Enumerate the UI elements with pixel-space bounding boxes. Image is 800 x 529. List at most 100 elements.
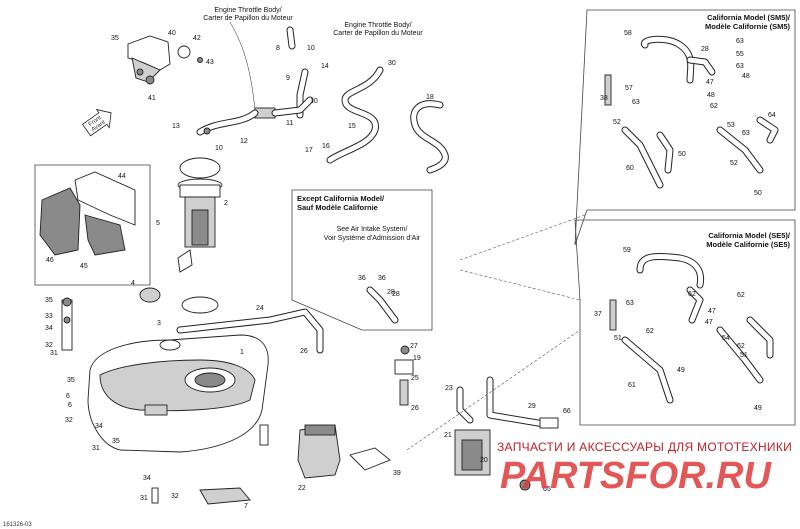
sm5-hoses — [604, 35, 779, 189]
label-64: 64 — [768, 112, 776, 119]
se5-title-2: Modèle Californie (SE5) — [706, 240, 790, 249]
label-32: 32 — [45, 342, 53, 349]
fuel-cap — [139, 287, 161, 303]
except-cal-title-1: Except California Model/ — [297, 194, 385, 203]
watermark-logo: PARTSFOR.RU — [500, 455, 772, 497]
panel-cal-se5 — [574, 219, 796, 426]
tank-pad — [199, 487, 251, 505]
panel-cal-sm5 — [574, 9, 796, 246]
label-47: 47 — [706, 79, 714, 86]
label-63: 63 — [736, 38, 744, 45]
bolt-stack-left — [61, 297, 73, 351]
label-10b: 10 — [215, 145, 223, 152]
label-57: 57 — [625, 85, 633, 92]
label-26b: 26 — [411, 405, 419, 412]
label-31c: 31 — [140, 495, 148, 502]
label-35b: 35 — [45, 297, 53, 304]
label-62c: 62 — [646, 328, 654, 335]
label-31: 31 — [50, 350, 58, 357]
evap-canister-20 — [454, 376, 559, 491]
label-48: 48 — [742, 73, 750, 80]
sm5-title-2: Modèle Californie (SM5) — [705, 22, 791, 31]
label-33: 33 — [45, 313, 53, 320]
label-35: 35 — [111, 35, 119, 42]
label-44: 44 — [118, 173, 126, 180]
se5-hoses — [609, 253, 774, 404]
rollover-valve — [394, 345, 414, 406]
label-37: 37 — [594, 311, 602, 318]
label-11: 11 — [286, 120, 293, 127]
label-36: 36 — [378, 275, 386, 282]
label-48b: 48 — [707, 92, 715, 99]
label-34b: 34 — [95, 423, 103, 430]
label-28c: 28 — [701, 46, 709, 53]
canister-bracket-39 — [349, 447, 391, 471]
label-19: 19 — [413, 355, 421, 362]
evap-canister-22 — [297, 424, 341, 479]
label-13: 13 — [172, 123, 180, 130]
label-58: 58 — [624, 30, 632, 37]
heat-shield-46 — [39, 187, 81, 256]
label-10c: 10 — [310, 98, 318, 105]
label-21: 21 — [444, 432, 452, 439]
label-63b: 63 — [736, 63, 744, 70]
label-5: 5 — [156, 220, 160, 227]
throttle-body-callout-2a: Engine Throttle Body/ — [344, 22, 411, 29]
label-4: 4 — [131, 280, 135, 287]
label-17: 17 — [305, 147, 313, 154]
fuel-tank — [87, 334, 269, 453]
label-22: 22 — [298, 485, 306, 492]
label-46: 46 — [46, 257, 54, 264]
label-10: 10 — [307, 45, 315, 52]
label-43: 43 — [206, 59, 214, 66]
label-14: 14 — [321, 63, 329, 70]
label-52: 52 — [613, 119, 621, 126]
label-34c: 34 — [143, 475, 151, 482]
label-63e: 63 — [626, 300, 634, 307]
watermark-text: ЗАПЧАСТИ И АКСЕССУАРЫ ДЛЯ МОТОТЕХНИКИ — [497, 440, 792, 454]
see-air-intake-2: Voir Système d'Admission d'Air — [324, 235, 421, 242]
label-27: 27 — [410, 343, 418, 350]
se5-title-1: California Model (SE5)/ — [708, 231, 791, 240]
throttle-body-callout-1b: Carter de Papillon du Moteur — [203, 15, 293, 22]
label-35c: 35 — [67, 377, 75, 384]
label-63c: 63 — [632, 99, 640, 106]
label-38: 38 — [600, 95, 608, 102]
label-65: 65 — [543, 486, 551, 493]
label-32b: 32 — [65, 417, 73, 424]
label-59: 59 — [623, 247, 631, 254]
label-8: 8 — [276, 45, 280, 52]
label-25: 25 — [411, 375, 419, 382]
label-34: 34 — [45, 325, 53, 332]
label-60: 60 — [626, 165, 634, 172]
label-54: 54 — [722, 335, 730, 342]
sm5-title-1: California Model (SM5)/ — [707, 13, 791, 22]
front-arrow-icon: Front Avant — [81, 108, 112, 137]
label-47b: 47 — [708, 308, 716, 315]
label-28: 28 — [387, 289, 395, 296]
label-49b: 49 — [754, 405, 762, 412]
panel-heat-shield — [34, 164, 151, 286]
label-42: 42 — [193, 35, 201, 42]
label-29: 29 — [528, 403, 536, 410]
label-62: 62 — [710, 103, 718, 110]
label-16: 16 — [322, 143, 330, 150]
label-12: 12 — [240, 138, 248, 145]
bracket-assembly — [127, 35, 203, 85]
label-20: 20 — [480, 457, 488, 464]
label-6b: 6 — [66, 393, 70, 400]
label-2: 2 — [224, 200, 228, 207]
footer-code: 161326-03 — [3, 522, 32, 528]
label-23: 23 — [445, 385, 453, 392]
label-40: 40 — [168, 30, 176, 37]
label-49: 49 — [677, 367, 685, 374]
label-53: 53 — [727, 122, 735, 129]
label-6: 6 — [68, 402, 72, 409]
label-51b: 51 — [740, 352, 748, 359]
label-52b: 52 — [730, 160, 738, 167]
fuel-pump-module — [177, 157, 223, 314]
label-32c: 32 — [171, 493, 179, 500]
bolt-31-b — [151, 487, 159, 504]
